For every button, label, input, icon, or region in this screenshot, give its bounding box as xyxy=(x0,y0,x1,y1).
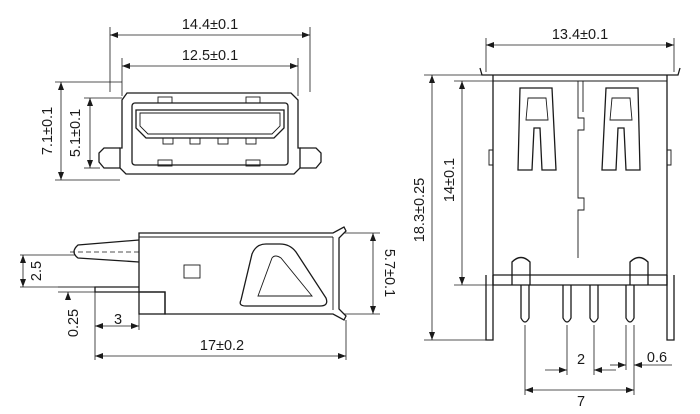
right-pin-3 xyxy=(589,285,599,323)
dim-front-outer-height: 7.1±0.1 xyxy=(40,107,56,155)
right-pin-4 xyxy=(625,285,635,323)
dim-side-body-height: 5.7±0.1 xyxy=(381,249,397,297)
side-bottom-block xyxy=(138,291,166,315)
right-right-mount xyxy=(629,256,649,285)
front-outer-shell xyxy=(119,92,301,175)
front-contact-4 xyxy=(245,137,257,145)
right-view xyxy=(479,67,681,341)
side-dimensions: 2.5 0.25 3 5.7±0.1 17±0.2 xyxy=(20,232,397,360)
right-bottom-band xyxy=(492,275,668,286)
dim-right-pin-pitch: 2 xyxy=(577,352,585,368)
dim-right-total-height: 18.3±0.25 xyxy=(412,178,428,242)
side-spring-tab xyxy=(73,239,140,263)
right-pin-1 xyxy=(520,285,530,323)
dim-front-inner-width: 12.5±0.1 xyxy=(182,48,238,64)
side-latch-spring xyxy=(239,243,328,307)
dim-side-pin-thickness: 0.25 xyxy=(66,309,82,337)
front-left-flange xyxy=(98,147,120,169)
right-right-latch-inner xyxy=(609,97,633,121)
side-pin xyxy=(94,286,139,293)
dim-right-body-height: 14±0.1 xyxy=(442,158,458,202)
dim-right-width: 13.4±0.1 xyxy=(552,27,608,43)
right-left-bump xyxy=(488,149,493,166)
dim-side-tab-height: 2.5 xyxy=(29,261,45,281)
front-view xyxy=(98,92,322,175)
front-contact-3 xyxy=(217,137,229,145)
front-tongue-inner xyxy=(139,112,281,135)
front-bottom-detent-left xyxy=(157,159,173,167)
dim-right-pin-width: 0.6 xyxy=(647,350,667,366)
front-top-detent-left xyxy=(157,96,173,104)
side-latch-inner xyxy=(257,255,313,297)
right-left-latch-outer xyxy=(517,87,557,171)
front-right-flange xyxy=(300,147,322,169)
right-left-latch-inner xyxy=(525,97,549,121)
front-contact-1 xyxy=(162,137,174,145)
side-view xyxy=(70,226,347,321)
side-window xyxy=(183,264,201,279)
right-top-right-tab xyxy=(667,67,681,76)
right-left-mount xyxy=(511,256,531,285)
right-center-seam xyxy=(577,81,585,258)
front-tongue xyxy=(135,109,285,139)
dim-side-pin-offset: 3 xyxy=(114,312,122,328)
right-pin-2 xyxy=(562,285,572,323)
front-inner-opening xyxy=(131,102,289,166)
right-right-latch-outer xyxy=(601,87,641,171)
dim-right-pin-span: 7 xyxy=(577,394,585,410)
front-dimensions: 14.4±0.1 12.5±0.1 7.1±0.1 5.1±0.1 xyxy=(40,17,311,181)
front-bottom-detent-right xyxy=(245,159,261,167)
right-left-leg xyxy=(485,275,494,341)
right-dimensions: 13.4±0.1 18.3±0.25 14±0.1 2 0.6 xyxy=(412,27,675,410)
dim-front-inner-height: 5.1±0.1 xyxy=(68,109,84,157)
right-right-leg xyxy=(666,275,675,341)
dim-side-total-length: 17±0.2 xyxy=(200,338,244,354)
dim-front-outer-width: 14.4±0.1 xyxy=(182,17,238,33)
front-contact-2 xyxy=(189,137,201,145)
right-right-bump xyxy=(667,149,672,166)
front-top-detent-right xyxy=(245,96,261,104)
right-top-left-tab xyxy=(479,67,493,76)
